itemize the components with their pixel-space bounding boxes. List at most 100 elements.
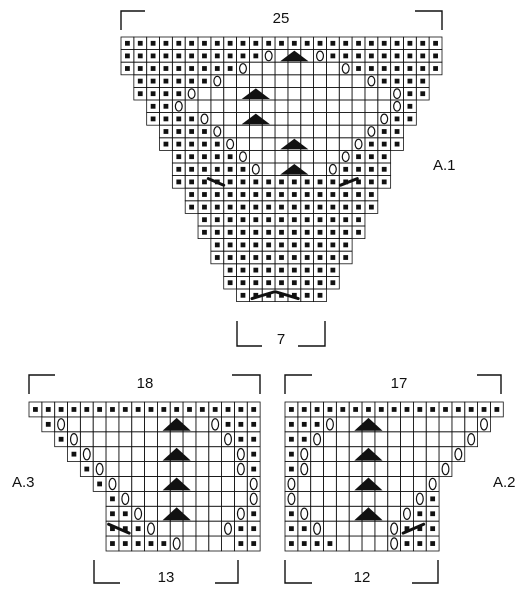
double-decrease-triangle [280,50,309,62]
chart-cell [412,476,427,492]
chart-cell [197,99,212,114]
purl-dot [214,66,220,71]
purl-dot [494,407,500,412]
chart-cell [400,446,414,463]
chart-cell [338,74,353,88]
chart-cell [105,461,120,477]
purl-dot [122,407,128,412]
chart-cell [274,112,289,126]
purl-dot [289,436,294,442]
purl-dot [189,166,195,172]
chart-a1-grid [120,36,443,303]
chart-cell [451,446,466,463]
purl-dot [266,280,272,286]
purl-dot [291,267,297,273]
chart-cell [131,476,145,492]
purl-dot [163,91,169,97]
purl-dot [301,421,307,427]
purl-dot [189,141,195,147]
chart-cell [377,175,392,189]
purl-dot [125,40,130,46]
chart-cell [400,490,414,507]
chart-cell [131,446,145,463]
purl-dot [253,40,259,46]
purl-dot [253,267,259,273]
chart-cell [79,416,94,433]
chart-cell [326,87,340,101]
chart-cell [351,112,366,126]
chart-cell [169,431,184,448]
chart-cell [156,520,171,537]
yarn-over-circle [82,447,91,461]
chart-cell [118,476,133,492]
chart-cell [208,520,222,537]
purl-dot [394,129,400,134]
purl-dot [407,91,413,97]
purl-dot [202,166,207,172]
purl-dot [291,204,297,210]
chart-cell [261,74,276,88]
chart-cell [428,61,443,76]
chart-cell [351,74,366,88]
purl-dot [150,116,156,122]
yarn-over-circle [211,418,220,431]
purl-dot [33,407,38,412]
cable-bar [250,290,276,301]
purl-dot [381,53,387,59]
double-decrease-triangle [354,507,383,521]
chart-cell [208,446,222,463]
chart-cell [223,124,237,139]
purl-dot [214,229,220,235]
purl-dot [304,204,310,210]
purl-dot [381,154,387,160]
chart-cell [364,99,379,114]
chart-cell [323,476,337,492]
chart-cell [323,461,337,477]
chart-cell [105,431,120,448]
purl-dot [189,116,195,122]
chart-cell [451,431,466,448]
yarn-over-circle [264,50,273,62]
purl-dot [279,192,284,197]
purl-dot [330,40,336,46]
chart-cell [412,446,427,463]
purl-dot [227,242,233,248]
purl-dot [356,229,361,235]
chart-cell [118,431,133,448]
purl-dot [150,53,156,59]
purl-dot [163,103,169,109]
purl-dot [266,40,272,46]
chart-cell [438,416,453,433]
chart-cell [313,112,327,126]
chart-a1-stitch-count-top: 25 [273,10,290,27]
purl-dot [304,255,310,260]
purl-dot [253,204,259,210]
purl-dot [174,407,180,412]
purl-dot [227,204,233,210]
purl-dot [304,242,310,248]
purl-dot [214,166,220,172]
double-decrease-triangle [280,164,309,175]
chart-cell [335,431,350,448]
purl-dot [150,78,156,84]
purl-dot [137,40,143,46]
purl-dot [110,511,115,517]
purl-dot [240,40,246,46]
yarn-over-circle [251,163,260,175]
purl-dot [253,229,259,235]
purl-dot [84,466,90,472]
chart-cell [387,461,401,477]
purl-dot [343,192,349,197]
chart-cell [261,162,276,177]
chart-cell [387,446,401,463]
purl-dot [176,66,182,71]
purl-dot [407,40,413,46]
purl-dot [227,255,233,260]
purl-dot [391,407,397,412]
purl-dot [381,141,387,147]
purl-dot [317,267,323,273]
purl-dot [125,53,130,59]
purl-dot [430,511,436,517]
purl-dot [407,103,413,109]
chart-cell [223,112,237,126]
